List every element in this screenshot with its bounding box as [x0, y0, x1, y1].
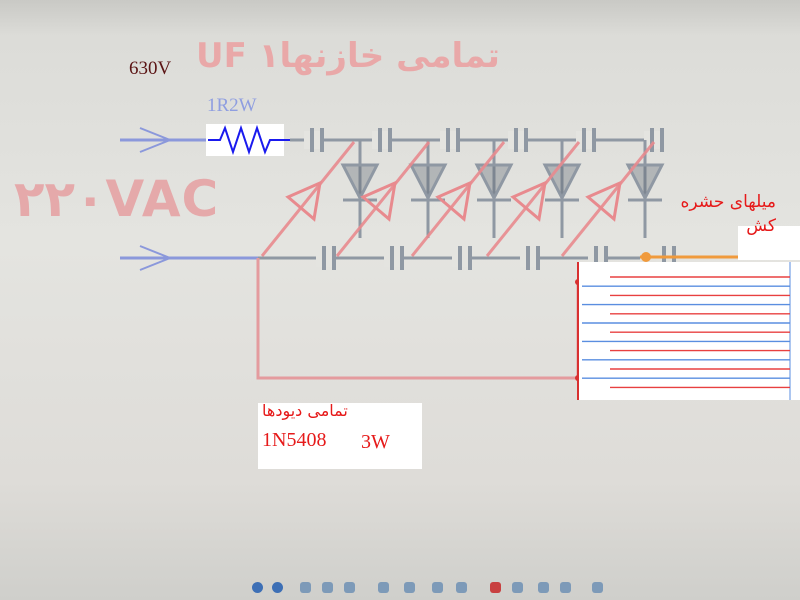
- taskbar-nav-icon[interactable]: [432, 582, 443, 593]
- diode-icon: [408, 163, 448, 202]
- diode-icon: [585, 180, 622, 222]
- diode-icon: [625, 163, 665, 202]
- input-voltage-label: ۲۲۰VAC: [14, 170, 220, 228]
- output-junction-dot: [641, 252, 651, 262]
- taskbar-nav-icon[interactable]: [560, 582, 571, 593]
- arrow-right-icon: [139, 127, 173, 153]
- diode-power-label: 3W: [361, 431, 390, 453]
- resistor-label: 1R2W: [207, 95, 257, 116]
- taskbar-nav-icon[interactable]: [404, 582, 415, 593]
- diode-icon: [542, 163, 582, 202]
- taskbar-nav-icon[interactable]: [592, 582, 603, 593]
- diode-icon: [474, 163, 514, 202]
- capacitors-note-label: تمامی خازنها۱ UF: [196, 36, 500, 76]
- rods-note-label: میلهای حشره کش: [680, 192, 776, 236]
- diode-icon: [510, 180, 547, 222]
- taskbar-nav-icon[interactable]: [272, 582, 283, 593]
- diagonal-diode-lead: [260, 141, 356, 257]
- rods-grid-background: [578, 262, 800, 400]
- taskbar: [0, 574, 800, 600]
- voltage-rating-label: 630V: [129, 58, 172, 79]
- diode-icon: [285, 180, 322, 222]
- diode-icon: [340, 163, 380, 202]
- taskbar-nav-icon[interactable]: [456, 582, 467, 593]
- taskbar-nav-icon[interactable]: [490, 582, 501, 593]
- diagonal-diode-lead: [560, 141, 656, 257]
- taskbar-nav-icon[interactable]: [300, 582, 311, 593]
- diodes-note-label: تمامی دیودها: [262, 401, 348, 420]
- taskbar-nav-icon[interactable]: [322, 582, 333, 593]
- arrow-right-icon: [139, 245, 173, 271]
- taskbar-nav-icon[interactable]: [512, 582, 523, 593]
- resistor-icon: [208, 124, 290, 156]
- diagonal-diode-lead: [410, 141, 506, 257]
- feedback-wire: [256, 258, 580, 380]
- diode-part-label: 1N5408: [262, 429, 327, 451]
- diode-note-box: [258, 403, 422, 469]
- diagonal-diode-lead: [485, 141, 581, 257]
- diagonal-diode-lead: [335, 141, 431, 257]
- taskbar-nav-icon[interactable]: [344, 582, 355, 593]
- diode-icon: [360, 180, 397, 222]
- rods-label-background: [738, 226, 800, 260]
- taskbar-nav-icon[interactable]: [252, 582, 263, 593]
- taskbar-nav-icon[interactable]: [538, 582, 549, 593]
- taskbar-nav-icon[interactable]: [378, 582, 389, 593]
- diode-icon: [435, 180, 472, 222]
